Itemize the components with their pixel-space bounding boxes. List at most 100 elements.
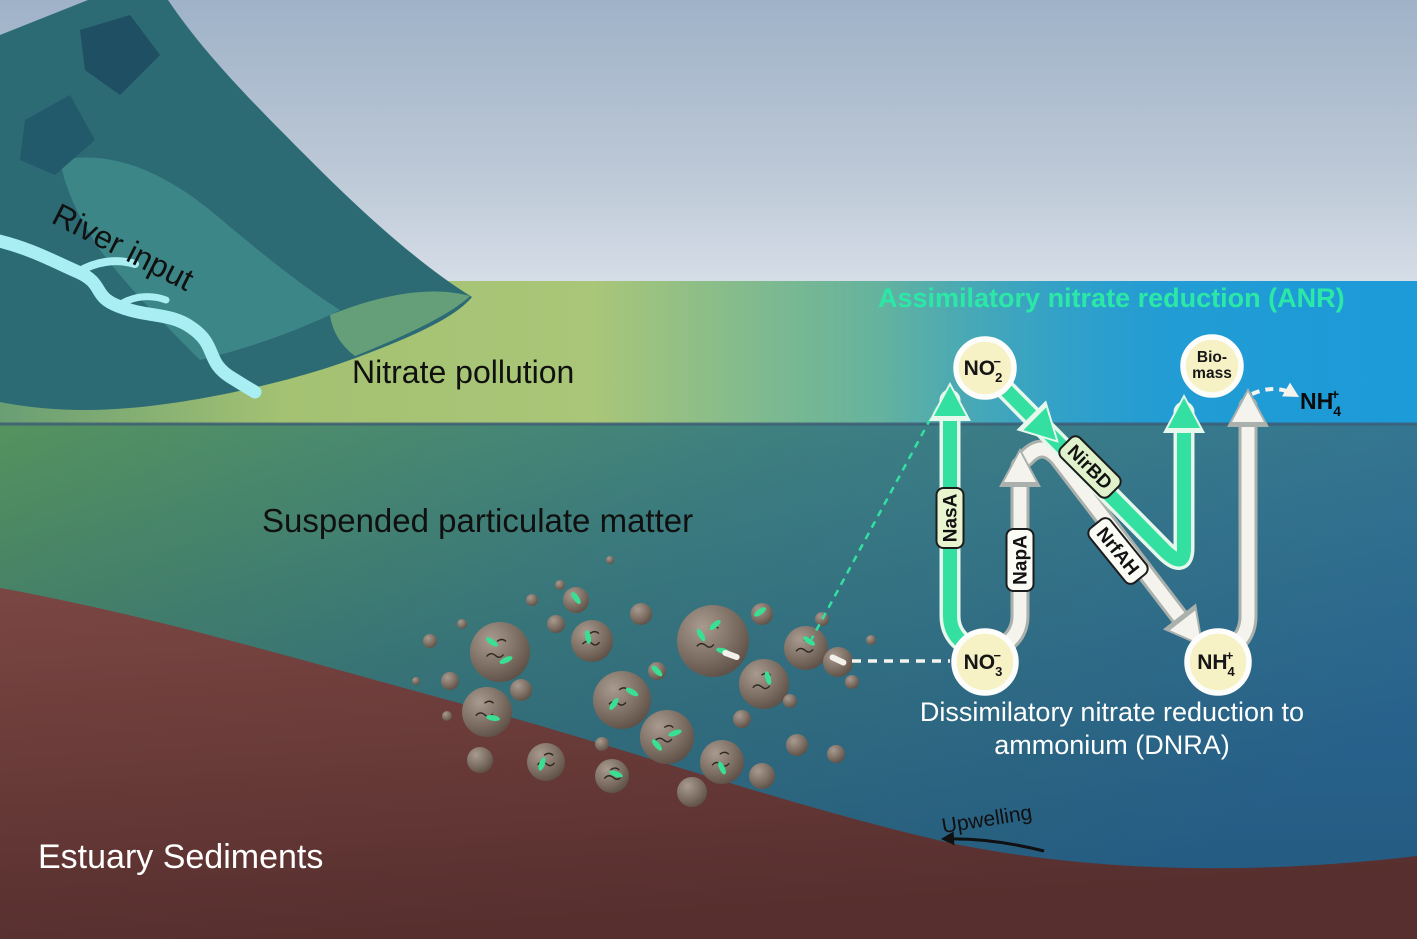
particle-cluster [412, 556, 876, 807]
nh4-released-label: NH4+ [1300, 386, 1341, 419]
shoreline-green [330, 291, 470, 356]
particle [677, 777, 707, 807]
no2-circle [953, 336, 1017, 400]
biomass-label: Bio-mass [1192, 349, 1232, 382]
napa-arrowhead-icon [999, 448, 1041, 487]
river [0, 234, 262, 399]
enzyme-badge-napa: NapA [1005, 528, 1035, 592]
bacterium-icon [571, 592, 581, 604]
bacterium-icon [538, 757, 546, 771]
particle [700, 740, 744, 784]
particle [593, 671, 651, 729]
land-shadow-patch-2 [20, 95, 95, 175]
bacterium-icon [696, 628, 706, 642]
nh4-release-dashed-arrow [1251, 387, 1295, 396]
land-mass [0, 0, 472, 410]
bacterium-icon [754, 607, 766, 617]
bacterium-icon [486, 637, 498, 647]
nh4-label: NH4+ [1197, 648, 1235, 679]
particle [640, 710, 694, 764]
biomass-line1: Bio- [1197, 349, 1227, 366]
nrfah-arrowhead-icon [1162, 603, 1204, 648]
dnra-title-line2: ammonium (DNRA) [994, 730, 1230, 760]
estuary-sediments-label: Estuary Sediments [38, 838, 323, 876]
no2-sup: − [993, 354, 1001, 369]
no3-sub: 3 [995, 664, 1002, 679]
bacterium-icon [499, 656, 513, 664]
particle [827, 745, 845, 763]
no2-label: NO2− [964, 354, 1003, 385]
dnra-pathway [998, 382, 1299, 652]
bacterium-icon [764, 671, 772, 685]
dnra-title-line1: Dissimilatory nitrate reduction to [920, 697, 1304, 727]
suspended-matter-label: Suspended particulate matter [262, 502, 693, 539]
biomass-circle [1180, 334, 1244, 398]
node-no2: NO2− [953, 336, 1017, 400]
river-branch [74, 257, 139, 276]
particle [866, 635, 876, 645]
bacterium-icon [609, 698, 619, 710]
node-biomass: Bio-mass [1180, 334, 1244, 398]
nh4-up-arrowhead-icon [1227, 388, 1269, 427]
enzyme-badge-nasa: NasA [935, 487, 965, 549]
particle-crack [603, 767, 622, 780]
bacterium-icon [584, 630, 592, 644]
node-no3: NO3− [951, 628, 1019, 696]
particle [606, 556, 614, 564]
upwelling-arrow [943, 837, 1045, 853]
nirbd-arrowhead-icon [1016, 400, 1059, 443]
particle [470, 622, 530, 682]
bacterium-icon [609, 770, 623, 778]
nasa-badge-box [935, 487, 965, 549]
napa-badge-box [1005, 528, 1035, 592]
particle [571, 620, 613, 662]
particle [555, 580, 565, 590]
particle [783, 694, 797, 708]
particle-crack [485, 638, 507, 658]
particle [677, 605, 749, 677]
particle [845, 675, 859, 689]
particle [630, 603, 652, 625]
nirbd-badge-box [1058, 435, 1122, 499]
biomass-line2: mass [1192, 365, 1232, 382]
particle [786, 734, 808, 756]
bacterium-icon [718, 761, 726, 775]
bacterium-icon [668, 729, 682, 737]
nh4-released-sup: + [1331, 386, 1339, 402]
particle-to-no2-dashed-line [808, 389, 948, 643]
particle [733, 710, 751, 728]
nh4-sup: + [1226, 648, 1234, 663]
nh4-circle [1184, 628, 1252, 696]
bacterium-icon [652, 739, 662, 751]
particle [467, 747, 493, 773]
nirbd-biomass-arrow [997, 381, 1191, 567]
no2-main: NO [964, 357, 996, 380]
nh4-released-main: NH [1300, 388, 1333, 414]
bacterium-icon [625, 687, 639, 697]
particle [462, 687, 512, 737]
particle [526, 594, 538, 606]
particle [784, 626, 828, 670]
no2-sub: 2 [995, 370, 1002, 385]
bacterium-icon [651, 665, 663, 677]
napa-label: NapA [1011, 535, 1032, 585]
no3-label: NO3− [964, 648, 1003, 679]
nh4-release-arrowhead-icon [1282, 382, 1299, 397]
particle [423, 634, 437, 648]
no3-sup: − [993, 648, 1001, 663]
nitrate-pollution-label: Nitrate pollution [352, 354, 574, 390]
biomass-arrowhead-icon [1163, 394, 1205, 433]
particle-crack [582, 630, 601, 646]
particle [547, 615, 565, 633]
nh4-main: NH [1197, 651, 1227, 674]
nrfah-badge-box [1087, 517, 1149, 585]
estuary-sediment [0, 588, 1417, 939]
particle [441, 672, 459, 690]
upwelling-arrowhead-icon [941, 831, 955, 846]
bacterium-icon [709, 620, 721, 630]
particle [815, 612, 829, 626]
land-shadow-patch [80, 15, 160, 95]
particle [739, 659, 789, 709]
